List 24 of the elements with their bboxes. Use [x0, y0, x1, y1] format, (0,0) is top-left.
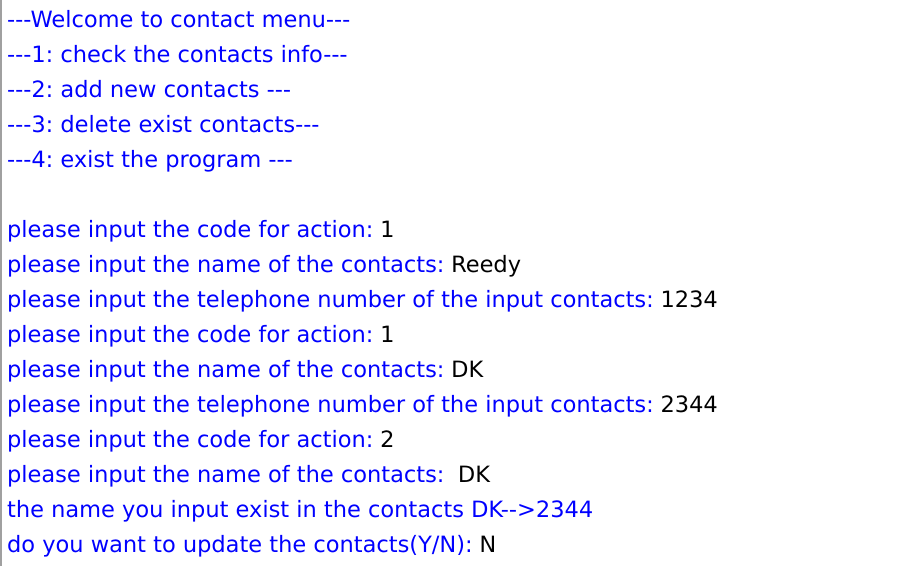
console-prompt-text: the name you input exist in the contacts DK-->2344: [7, 497, 594, 523]
user-input-value: Reedy: [451, 252, 522, 278]
user-input-value: 1234: [660, 287, 718, 313]
user-input-value: DK: [451, 357, 484, 383]
console-prompt-text: ---3: delete exist contacts---: [7, 112, 320, 138]
console-prompt-text: please input the name of the contacts:: [7, 252, 444, 278]
user-input-value: N: [479, 532, 496, 558]
console-prompt-text: please input the telephone number of the input contacts:: [7, 392, 654, 418]
console-prompt-text: ---4: exist the program ---: [7, 147, 293, 173]
console-prompt-text: ---1: check the contacts info---: [7, 42, 348, 68]
user-input-value: 1: [380, 217, 394, 243]
console-prompt-text: do you want to update the contacts(Y/N):: [7, 532, 473, 558]
console-prompt-text: please input the code for action:: [7, 322, 374, 348]
console-prompt-text: please input the telephone number of the input contacts:: [7, 287, 654, 313]
console-prompt-text: ---2: add new contacts ---: [7, 77, 291, 103]
console-prompt-text: please input the name of the contacts:: [7, 462, 444, 488]
user-input-value: 2: [380, 427, 394, 453]
console-prompt-text: please input the name of the contacts:: [7, 357, 444, 383]
console-prompt-text: please input the code for action:: [7, 217, 374, 243]
user-input-value: 1: [380, 322, 394, 348]
console-prompt-text: ---Welcome to contact menu---: [7, 7, 350, 33]
console-prompt-text: please input the code for action:: [7, 427, 374, 453]
user-input-value: DK: [458, 462, 490, 488]
user-input-value: 2344: [660, 392, 718, 418]
